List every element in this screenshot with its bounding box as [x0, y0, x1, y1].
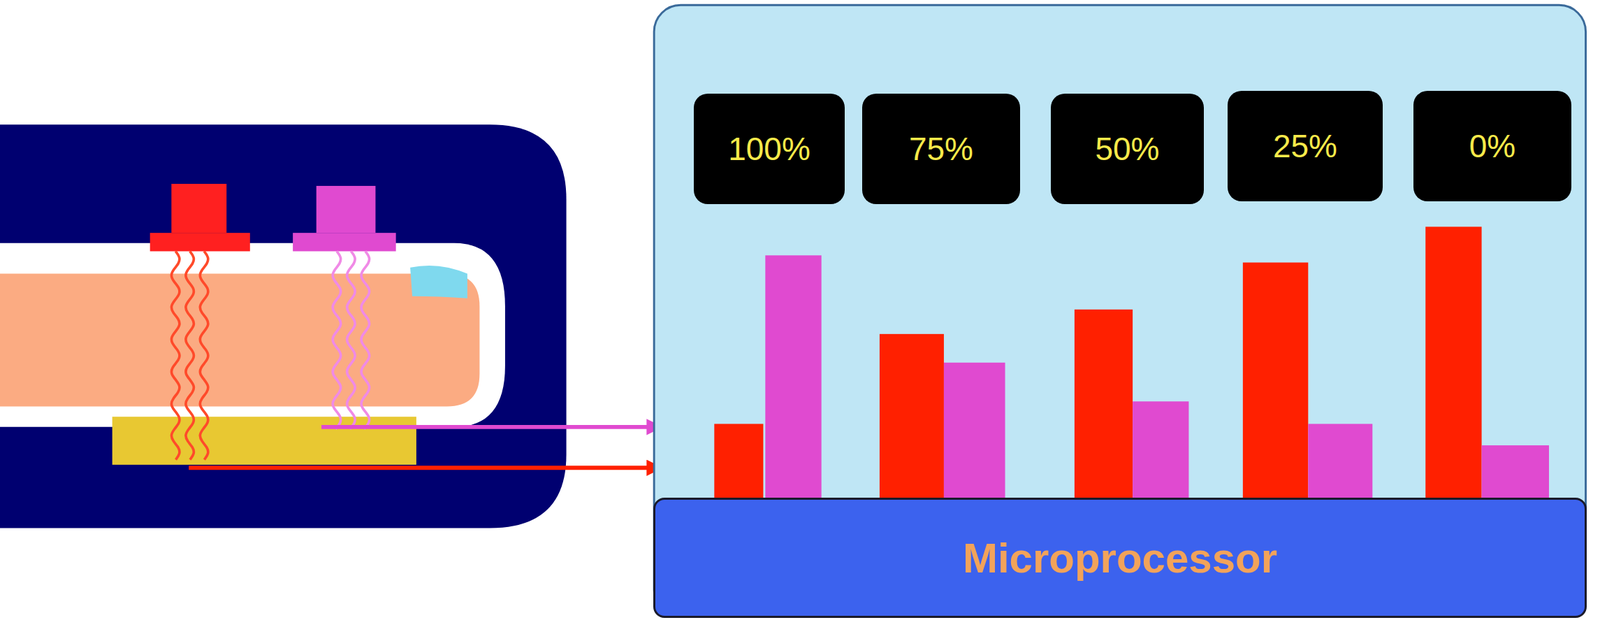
infrared-led	[316, 185, 376, 233]
finger-slot	[0, 243, 506, 427]
light-wave	[361, 250, 369, 429]
box-label: Microprocessor	[962, 533, 1278, 583]
fingernail	[410, 265, 468, 299]
signal-bars	[714, 226, 1549, 503]
box-label: 25%	[1273, 127, 1338, 165]
infrared-led-base	[292, 232, 397, 251]
percent-box: 75%	[862, 93, 1021, 205]
signal-arrow	[188, 465, 661, 470]
light-wave	[185, 250, 194, 460]
signal-arrow	[321, 424, 661, 429]
infrared-bar	[943, 362, 1006, 503]
red-bar	[714, 423, 763, 503]
percent-box: 0%	[1413, 90, 1572, 202]
red-led	[171, 183, 227, 233]
percent-box: 50%	[1050, 93, 1204, 205]
red-bar	[1425, 226, 1482, 503]
finger	[0, 273, 480, 407]
box-label: 100%	[728, 129, 811, 168]
infrared-bar	[1307, 423, 1373, 503]
percent-box: 100%	[693, 93, 845, 205]
box-label: 0%	[1469, 127, 1516, 165]
red-bar	[879, 333, 944, 503]
percent-box: 25%	[1227, 90, 1383, 202]
light-wave	[199, 250, 208, 460]
infrared-bar	[1481, 445, 1549, 503]
red-bar	[1242, 262, 1308, 503]
light-wave	[171, 250, 179, 460]
box-label: 50%	[1094, 129, 1160, 168]
microprocessor-box: Microprocessor	[653, 497, 1587, 618]
light-wave	[347, 250, 355, 429]
infrared-bar	[765, 255, 821, 503]
box-label: 75%	[908, 129, 974, 168]
red-bar	[1074, 309, 1133, 503]
infrared-bar	[1132, 401, 1189, 503]
light-wave	[332, 250, 341, 429]
photodetector	[112, 416, 417, 465]
red-led-base	[150, 232, 251, 251]
